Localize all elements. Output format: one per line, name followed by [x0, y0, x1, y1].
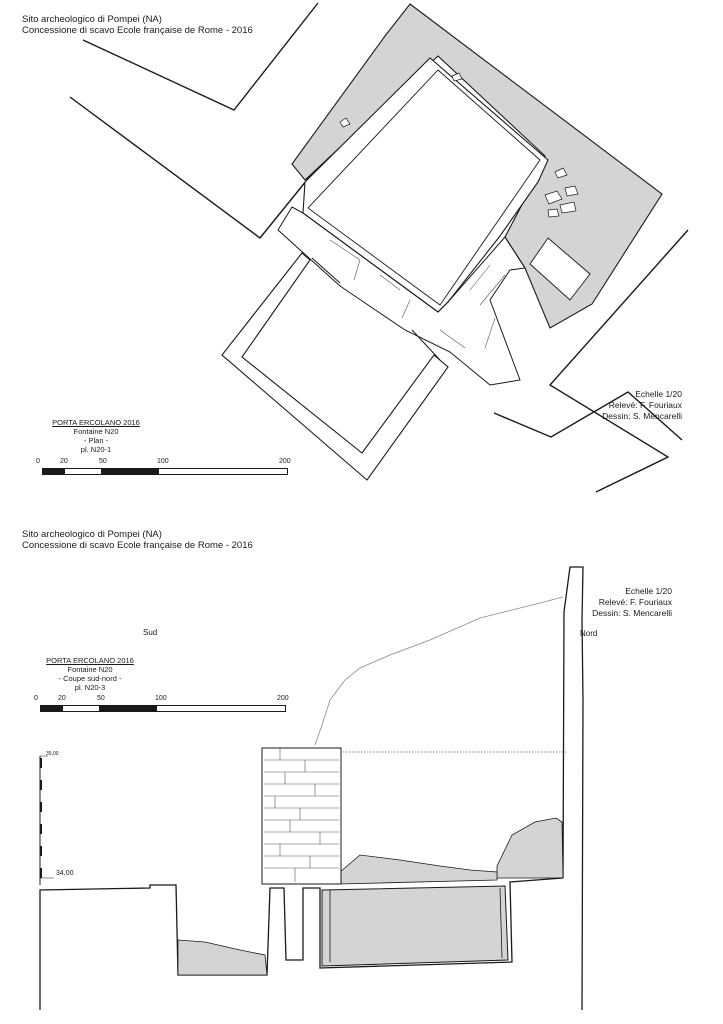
section-caption-project: PORTA ERCOLANO 2016	[46, 656, 134, 665]
plan-info-survey: Relevé: F. Fouriaux	[608, 400, 682, 410]
plan-header: Sito archeologico di Pompei (NA) Concess…	[22, 14, 253, 36]
section-scale-tick-200: 200	[277, 695, 289, 702]
plan-scale-tick-200: 200	[279, 458, 291, 465]
section-elevation-ticks	[40, 755, 54, 879]
section-scale-tick-20: 20	[58, 695, 66, 702]
section-label-south: Sud	[143, 628, 158, 637]
section-scale-seg-1	[41, 706, 63, 711]
site-title: Sito archeologico di Pompei (NA)	[22, 14, 162, 25]
plan-scale-tick-0: 0	[36, 458, 40, 465]
section-scale-frame	[40, 705, 286, 712]
plan-scale-tick-20: 20	[60, 458, 68, 465]
section-scale-tick-100: 100	[155, 695, 167, 702]
plan-scale-frame	[42, 468, 288, 475]
section-caption: PORTA ERCOLANO 2016 Fontaine N20 - Coupe…	[40, 656, 140, 692]
section-caption-view: - Coupe sud-nord -	[58, 674, 122, 683]
section-caption-plate: pl. N20-3	[74, 683, 106, 692]
section-info-scale: Echelle 1/20	[625, 586, 672, 596]
section-label-north: Nord	[580, 629, 598, 638]
section-terrain-line	[314, 596, 564, 746]
plan-caption-plate: pl. N20-1	[80, 445, 112, 454]
plan-scale-seg-1	[43, 469, 65, 474]
plan-info-scale: Echelle 1/20	[635, 389, 682, 399]
section-elevation-top-label: 35,00	[46, 751, 59, 757]
plan-wall-outline	[82, 2, 319, 111]
section-deposit-right	[496, 817, 564, 879]
plan-basin-square	[307, 69, 541, 306]
plan-scale-tick-100: 100	[157, 458, 169, 465]
plan-wall-right	[548, 229, 689, 493]
plan-caption-object: Fontaine N20	[73, 427, 119, 436]
section-deposit-mid	[339, 854, 498, 885]
plan-trough-outer	[221, 252, 449, 481]
plan-info: Echelle 1/20 Relevé: F. Fouriaux Dessin:…	[602, 389, 682, 422]
concession-title: Concessione di scavo Ecole française de …	[22, 25, 253, 36]
plan-stones	[339, 72, 579, 218]
plan-walkway-joints	[329, 239, 506, 349]
section-scale-bar: 0 20 50 100 200	[34, 695, 294, 715]
plan-scale-seg-2	[101, 469, 159, 474]
plan-caption: PORTA ERCOLANO 2016 Fontaine N20 - Plan …	[46, 418, 146, 454]
plan-drawing	[69, 2, 689, 493]
section-scale-tick-0: 0	[34, 695, 38, 702]
section-basin-left-fill	[177, 939, 268, 976]
plan-scale-bar: 0 20 50 100 200	[36, 458, 296, 478]
plan-walkway	[277, 206, 526, 386]
plan-scale-tick-50: 50	[99, 458, 107, 465]
section-info: Echelle 1/20 Relevé: F. Fouriaux Dessin:…	[592, 586, 672, 619]
section-elevation-bottom-label: 34,00	[56, 870, 74, 877]
section-north-wall	[562, 566, 584, 1011]
section-scale-tick-50: 50	[97, 695, 105, 702]
section-info-survey: Relevé: F. Fouriaux	[598, 597, 672, 607]
section-basin-main-fill	[321, 885, 509, 967]
section-scale-seg-2	[99, 706, 157, 711]
section-masonry-courses	[264, 748, 339, 882]
plan-trough-inner	[311, 257, 441, 361]
plan-caption-project: PORTA ERCOLANO 2016	[52, 418, 140, 427]
plan-info-drawing: Dessin: S. Mencarelli	[602, 411, 682, 421]
plan-wall-right-lower	[493, 391, 683, 441]
section-caption-object: Fontaine N20	[67, 665, 113, 674]
plan-caption-view: - Plan -	[83, 436, 109, 445]
plan-wall-outline-lower	[69, 96, 312, 239]
section-info-drawing: Dessin: S. Mencarelli	[592, 608, 672, 618]
section-site-title: Sito archeologico di Pompei (NA)	[22, 529, 162, 540]
section-masonry-pillar	[261, 747, 342, 885]
section-concession-title: Concessione di scavo Ecole française de …	[22, 540, 253, 551]
plan-shaded-block	[529, 237, 591, 301]
section-header: Sito archeologico di Pompei (NA) Concess…	[22, 529, 253, 551]
section-ground-profile	[39, 877, 564, 1010]
section-basin-edge	[329, 887, 503, 962]
